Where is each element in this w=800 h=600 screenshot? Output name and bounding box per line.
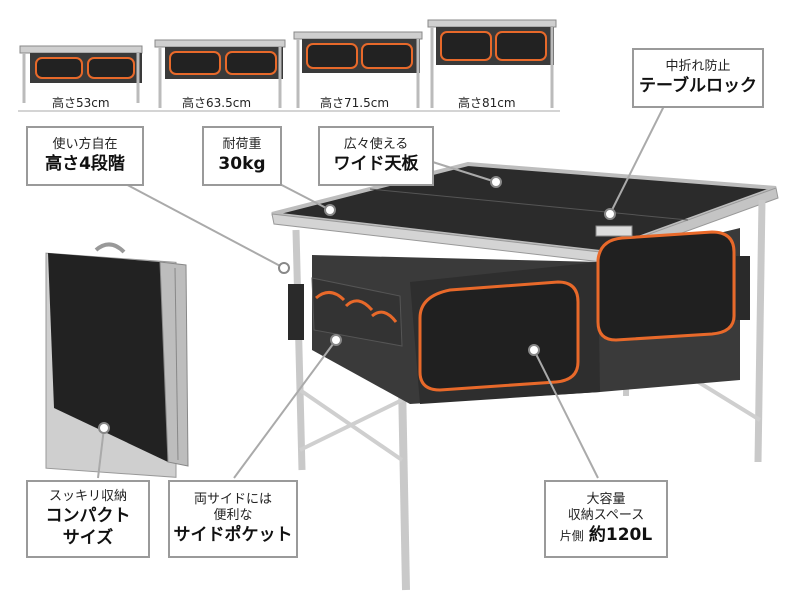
- height-label-63-5cm: 高さ63.5cm: [182, 96, 252, 110]
- height-label-53cm: 高さ53cm: [52, 96, 110, 110]
- callout-capacity-small1: 大容量: [586, 492, 626, 507]
- thumbnail-table-81cm: [427, 19, 557, 108]
- callout-load-big: 30kg: [218, 154, 266, 174]
- callout-capacity-big: 約120L: [588, 525, 653, 545]
- callout-wide-small: 広々使える: [343, 137, 409, 152]
- callout-height-adjust-big: 高さ4段階: [45, 154, 125, 174]
- callout-wide-big: ワイド天板: [333, 154, 419, 174]
- callout-side-pocket-small2: 便利な: [213, 508, 253, 523]
- thumbnail-table-53cm: [19, 45, 143, 103]
- thumbnail-table-71-5cm: [293, 31, 423, 108]
- height-label-81cm: 高さ81cm: [458, 96, 516, 110]
- callout-lock-small: 中折れ防止: [665, 59, 731, 74]
- callout-compact-small: スッキリ収納: [48, 489, 127, 504]
- folded-table: [45, 242, 189, 478]
- callout-compact: スッキリ収納 コンパクト サイズ: [26, 480, 150, 558]
- callout-load-small: 耐荷重: [222, 137, 262, 152]
- main-table: [271, 161, 779, 591]
- callout-compact-big2: サイズ: [62, 528, 114, 548]
- callout-side-pocket-small1: 両サイドには: [193, 492, 272, 507]
- callout-side-pocket-big: サイドポケット: [173, 525, 293, 545]
- callout-height-adjust-small: 使い方自在: [52, 137, 118, 152]
- callout-table-lock: 中折れ防止 テーブルロック: [632, 48, 764, 108]
- callout-lock-big: テーブルロック: [639, 76, 757, 96]
- callout-height-adjust: 使い方自在 高さ4段階: [26, 126, 144, 186]
- callout-capacity-small2: 収納スペース: [567, 508, 645, 523]
- callout-wide-top: 広々使える ワイド天板: [318, 126, 434, 186]
- thumbnail-table-63-5cm: [154, 39, 286, 108]
- callout-side-pocket: 両サイドには 便利な サイドポケット: [168, 480, 298, 558]
- callout-capacity-prefix: 片側: [559, 529, 584, 543]
- callout-load: 耐荷重 30kg: [202, 126, 282, 186]
- callout-compact-big1: コンパクト: [45, 506, 131, 526]
- callout-capacity: 大容量 収納スペース 片側 約120L: [544, 480, 668, 558]
- height-thumbnails: [18, 19, 560, 112]
- height-label-71-5cm: 高さ71.5cm: [320, 96, 390, 110]
